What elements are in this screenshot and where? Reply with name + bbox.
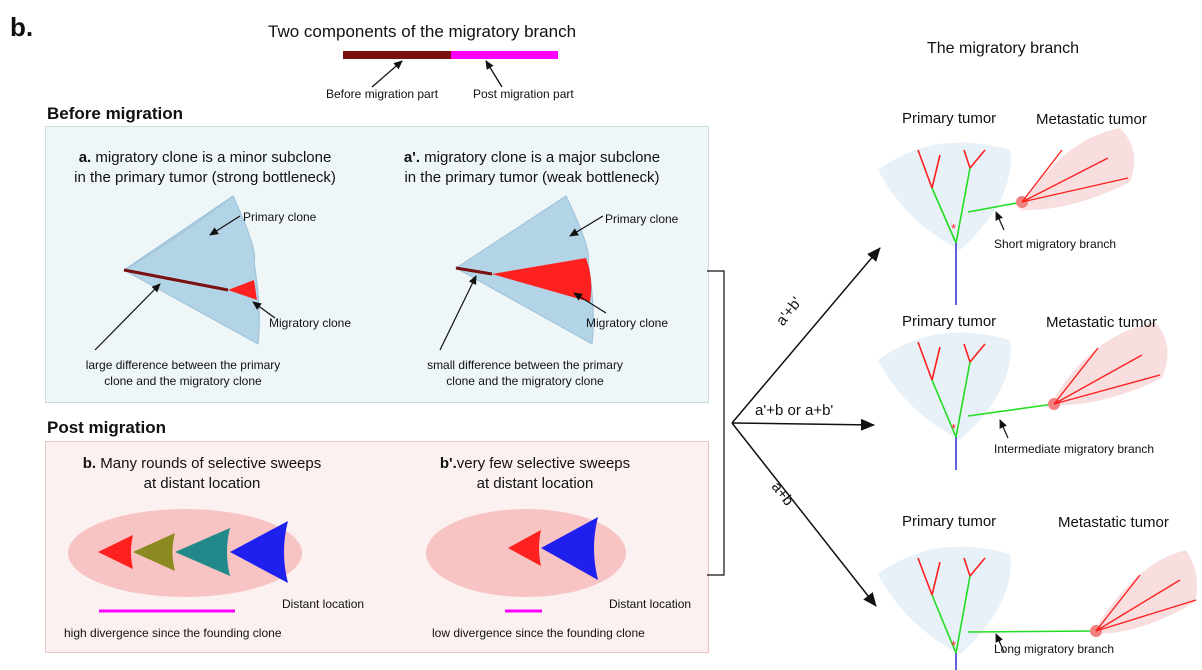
distant-location-label-b-prime: Distant location [609, 597, 692, 611]
migratory-branch-a [123, 268, 229, 292]
branch-label-short: Short migratory branch [994, 237, 1117, 251]
note-a: large difference between the primary clo… [58, 357, 308, 389]
figure-label: b. [10, 12, 34, 42]
primary-clone-a [123, 195, 260, 345]
caption-a-line2: in the primary tumor (strong bottleneck) [74, 169, 336, 186]
primary-clone-label-a-prime: Primary clone [605, 212, 679, 226]
metastatic-tumor-label-2: Metastatic tumor [1046, 314, 1157, 331]
caption-a: a. migratory clone is a minor subclone i… [50, 148, 360, 188]
tree-panel-intermediate: * [878, 322, 1168, 470]
primary-tumor-label-3: Primary tumor [902, 513, 997, 530]
caption-b-line2: at distant location [143, 475, 261, 492]
sweep-clone-b-prime-1 [508, 530, 541, 566]
migratory-clone-label-a-prime: Migratory clone [586, 316, 669, 330]
caption-b: b. Many rounds of selective sweeps at di… [52, 454, 352, 494]
note-a-prime: small difference between the primary clo… [400, 357, 650, 389]
caption-a-prime-line2: in the primary tumor (weak bottleneck) [404, 169, 660, 186]
before-migration-part-bar [343, 51, 451, 59]
sweep-clone-3 [175, 528, 230, 576]
svg-text:*: * [951, 421, 956, 436]
migratory-branch-title: The migratory branch [927, 40, 1080, 57]
migratory-branch-a-prime [455, 266, 493, 276]
migratory-clone-a-prime [492, 258, 592, 302]
combo-label-middle: a'+b or a+b' [755, 402, 834, 419]
caption-a-prime-line1: migratory clone is a major subclone [424, 149, 661, 166]
caption-a-prime: a'. migratory clone is a major subclone … [382, 148, 682, 188]
caption-a-line1: migratory clone is a minor subclone [95, 149, 332, 166]
migratory-clone-label-a: Migratory clone [269, 316, 352, 330]
note-a-prime-line1: small difference between the primary [427, 358, 623, 372]
post-migration-part-bar [451, 51, 558, 59]
svg-text:*: * [951, 221, 956, 236]
primary-tumor-label-1: Primary tumor [902, 110, 997, 127]
primary-clone-label-a: Primary clone [243, 210, 317, 224]
metastatic-tumor-label-1: Metastatic tumor [1036, 111, 1147, 128]
marker-b: b. [82, 455, 97, 472]
distant-location-label-b: Distant location [282, 597, 365, 611]
post-migration-heading: Post migration [47, 418, 167, 437]
divergence-label-b-prime: low divergence since the founding clone [432, 626, 645, 640]
marker-a-prime: a'. [403, 149, 420, 166]
combination-bracket [707, 270, 725, 576]
caption-b-line1: Many rounds of selective sweeps [100, 455, 322, 472]
divergence-label-b: high divergence since the founding clone [64, 626, 282, 640]
primary-tumor-label-2: Primary tumor [902, 313, 997, 330]
sweep-clone-2 [133, 533, 175, 571]
migratory-clone-a [228, 280, 257, 300]
header-title: Two components of the migratory branch [268, 22, 577, 41]
metastatic-tumor-label-3: Metastatic tumor [1058, 514, 1169, 531]
branch-label-long: Long migratory branch [994, 642, 1115, 656]
before-migration-heading: Before migration [47, 104, 184, 123]
marker-b-prime: b'. [439, 455, 457, 472]
caption-b-prime-line1: very few selective sweeps [456, 455, 631, 472]
post-migration-part-label: Post migration part [473, 87, 574, 101]
sweep-clone-b-prime-2 [541, 517, 598, 580]
sweep-clone-4 [230, 521, 288, 583]
tree-panel-short: * [878, 128, 1135, 305]
caption-b-prime: b'.very few selective sweeps at distant … [400, 454, 670, 494]
marker-a: a. [78, 149, 92, 166]
note-a-line1: large difference between the primary [85, 358, 281, 372]
note-a-prime-line2: clone and the migratory clone [446, 374, 604, 388]
svg-text:*: * [951, 638, 956, 653]
before-migration-part-label: Before migration part [326, 87, 439, 101]
caption-b-prime-line2: at distant location [476, 475, 594, 492]
tree-panel-long: * [878, 546, 1198, 670]
branch-label-intermediate: Intermediate migratory branch [994, 442, 1155, 456]
note-a-line2: clone and the migratory clone [104, 374, 262, 388]
sweep-clone-1 [98, 535, 133, 569]
